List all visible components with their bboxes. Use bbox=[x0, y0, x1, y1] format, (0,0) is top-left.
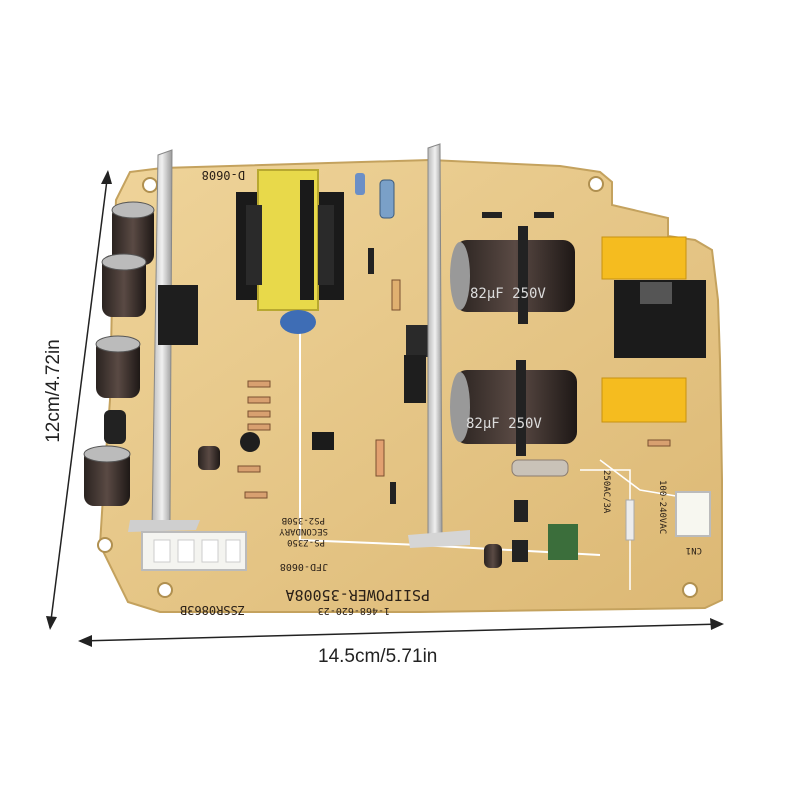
transistor bbox=[404, 355, 426, 403]
resistor bbox=[647, 439, 671, 447]
left-components bbox=[198, 173, 430, 504]
small-capacitor bbox=[198, 446, 220, 470]
x-capacitor bbox=[601, 236, 687, 280]
electrolytic-capacitor bbox=[101, 253, 147, 317]
mounting-hole bbox=[97, 537, 113, 553]
film-capacitor bbox=[548, 524, 578, 560]
resistor bbox=[375, 439, 385, 477]
power-transistor bbox=[158, 285, 198, 345]
mounting-hole bbox=[588, 176, 604, 192]
diode bbox=[534, 212, 554, 218]
secondary-text: PS-Z350 bbox=[287, 537, 325, 547]
optocoupler bbox=[312, 432, 334, 450]
board-code-text: ZSSR0863B bbox=[180, 603, 245, 617]
capacitor-blue bbox=[355, 173, 365, 195]
resistor bbox=[391, 279, 401, 311]
mounting-hole bbox=[157, 582, 173, 598]
bulk-capacitor-1: 82µF 250V bbox=[450, 226, 575, 324]
board-silkscreen: PSIIPOWER-35008A 1-468-620-23 ZSSR0863B … bbox=[180, 168, 702, 617]
ceramic-capacitor bbox=[280, 310, 316, 334]
secondary-text: SECONDARY bbox=[279, 526, 328, 536]
width-dimension-line bbox=[78, 618, 724, 647]
secondary-text: PS2-350B bbox=[282, 515, 325, 525]
part-number-text: 1-468-620-23 bbox=[318, 605, 390, 616]
diode bbox=[368, 248, 374, 274]
transformer bbox=[236, 169, 344, 311]
capacitor-label: 82µF 250V bbox=[466, 416, 542, 432]
transistor bbox=[240, 432, 260, 452]
mounting-hole bbox=[142, 177, 158, 193]
thermistor-resistor bbox=[511, 459, 569, 477]
electrolytic-capacitor bbox=[83, 445, 131, 506]
small-capacitor bbox=[104, 410, 126, 444]
fuse bbox=[625, 499, 635, 541]
x-capacitor bbox=[601, 377, 687, 423]
board-model-text: PSIIPOWER-35008A bbox=[286, 586, 431, 604]
board-ref-text: D-0608 bbox=[202, 168, 245, 182]
board-ref-text: JFD-0608 bbox=[280, 561, 328, 572]
small-capacitor bbox=[484, 544, 502, 568]
resistor bbox=[379, 179, 395, 219]
mounting-hole bbox=[682, 582, 698, 598]
bulk-capacitor-2: 82µF 250V bbox=[450, 360, 577, 456]
capacitor-label: 82µF 250V bbox=[470, 286, 546, 302]
transistor bbox=[512, 540, 528, 562]
diode bbox=[390, 482, 396, 504]
input-voltage-text: 100-240VAC bbox=[657, 480, 667, 534]
width-dimension-label: 14.5cm/5.71in bbox=[318, 646, 438, 667]
fuse-rating-text: 250AC/3A bbox=[601, 470, 611, 514]
electrolytic-capacitor bbox=[95, 335, 141, 398]
diode bbox=[482, 212, 502, 218]
mosfet bbox=[406, 325, 430, 357]
height-dimension-line bbox=[46, 170, 112, 630]
electrolytic-capacitor bbox=[111, 201, 155, 265]
middle-heatsink bbox=[408, 143, 470, 548]
height-dimension-label: 12cm/4.72in bbox=[43, 339, 64, 443]
left-capacitors bbox=[83, 201, 198, 506]
transistor bbox=[514, 500, 528, 522]
right-components bbox=[482, 212, 711, 568]
input-connector bbox=[675, 491, 711, 537]
connector-ref-text: CN1 bbox=[686, 545, 702, 555]
output-connector bbox=[141, 531, 247, 571]
